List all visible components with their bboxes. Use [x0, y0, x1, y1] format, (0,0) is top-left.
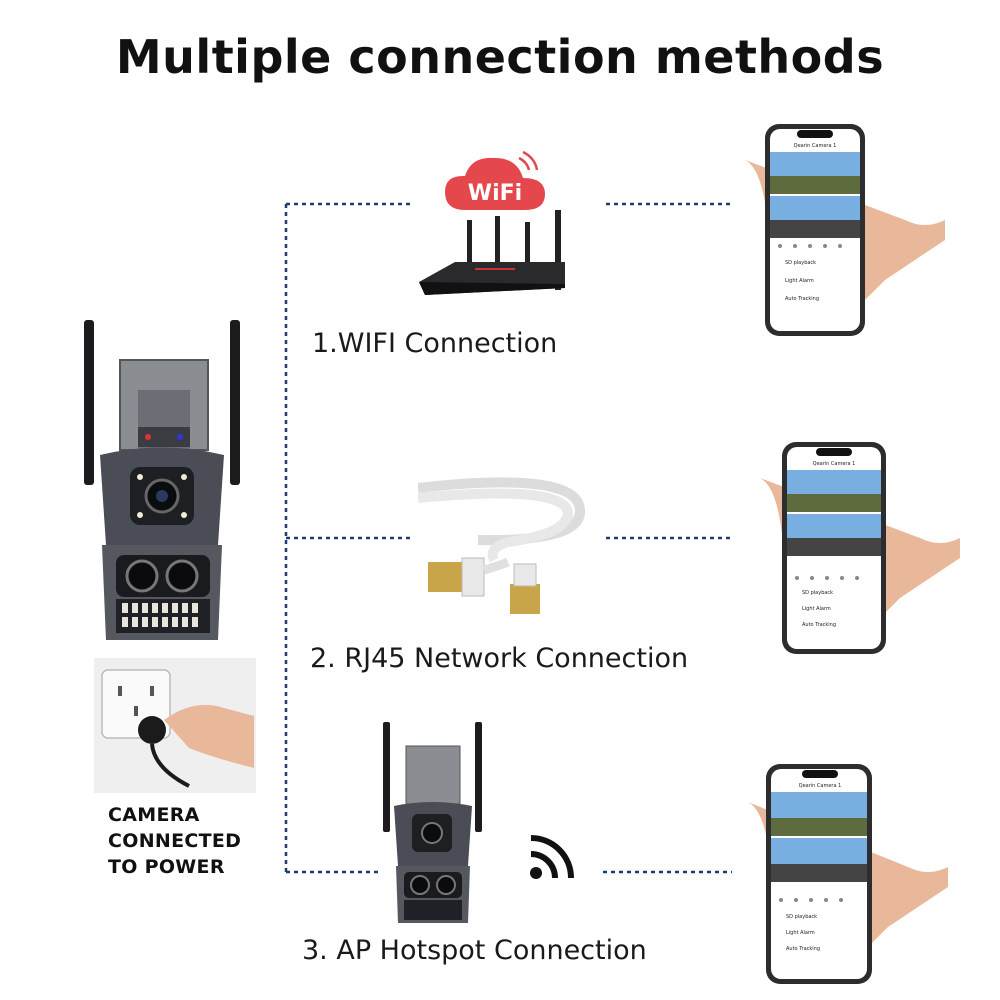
phone-item-tracking: Auto Tracking — [785, 296, 819, 302]
power-note-line2: CONNECTED — [108, 830, 242, 852]
ap-connection-label: 3. AP Hotspot Connection — [302, 935, 647, 966]
rj45-connection-label: 2. RJ45 Network Connection — [310, 643, 689, 674]
phone-item-sd: SD playback — [785, 260, 816, 266]
wifi-badge-text: WiFi — [468, 181, 522, 206]
phone-item-tracking: Auto Tracking — [786, 946, 820, 952]
power-note-line1: CAMERA — [108, 804, 200, 826]
wifi-router-icon: WiFi — [419, 150, 565, 295]
ethernet-cable-icon — [418, 477, 585, 614]
phone-item-tracking: Auto Tracking — [802, 622, 836, 628]
phone-camera-name: Qearin Camera 1 — [794, 143, 837, 149]
page-title: Multiple connection methods — [115, 30, 885, 84]
wifi-signal-icon — [530, 835, 574, 879]
power-note-line3: TO POWER — [108, 856, 225, 878]
phone-item-alarm: Light Alarm — [786, 930, 815, 936]
phone-camera-name: Qearin Camera 1 — [813, 461, 856, 467]
wifi-connection-label: 1.WIFI Connection — [312, 328, 558, 359]
phone-item-sd: SD playback — [802, 590, 833, 596]
camera-small-icon — [383, 722, 482, 923]
phone-icon: Qearin Camera 1 SD playback Light Alarm … — [748, 764, 948, 984]
phone-camera-name: Qearin Camera 1 — [799, 783, 842, 789]
phone-item-alarm: Light Alarm — [785, 278, 814, 284]
phone-icon: Qearin Camera 1 SD playback Light Alarm … — [760, 442, 960, 654]
phone-item-alarm: Light Alarm — [802, 606, 831, 612]
phone-icon: Qearin Camera 1 SD playback Light Alarm … — [745, 124, 945, 336]
camera-icon — [84, 320, 240, 640]
power-note: CAMERA CONNECTED TO POWER — [108, 802, 241, 880]
phone-item-sd: SD playback — [786, 914, 817, 920]
power-socket-icon — [94, 658, 256, 793]
